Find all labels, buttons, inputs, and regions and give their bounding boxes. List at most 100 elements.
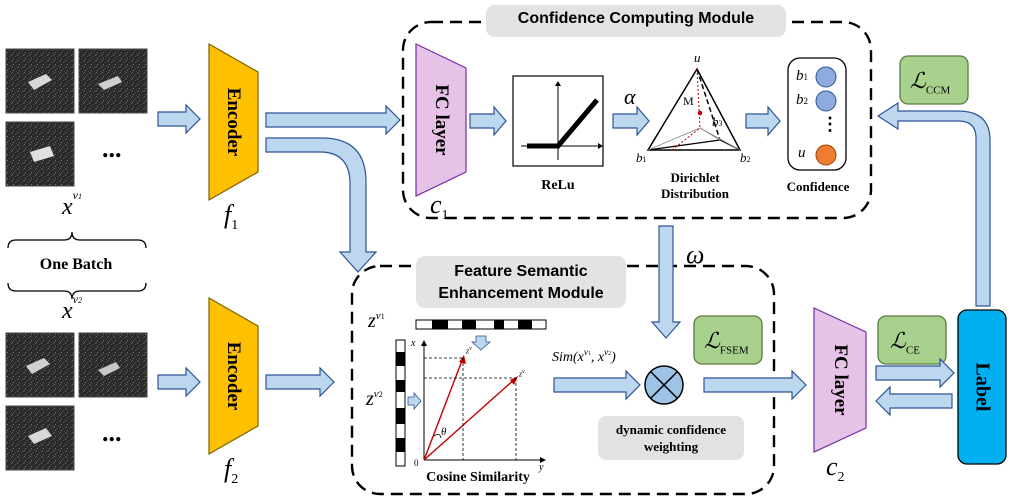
z-v2-label: zv2 [366,388,383,411]
simplex-b1-sub: 1 [642,155,647,164]
loss-ce-L: ℒ [890,328,906,353]
sar-image-1 [5,48,75,114]
arrow-dir-conf [745,105,781,137]
arrow-relu-dir [612,105,650,137]
conf-b2-circle [815,90,837,112]
arrow-mult-fc2 [703,369,807,401]
encoder-1-label: Encoder [223,87,244,157]
simplex-b3: b3 [712,114,723,129]
x-v1-sup: v1 [73,188,82,202]
sar-image-2 [78,48,148,114]
z-v2-sub: 2 [378,390,383,399]
block-arrows [157,101,991,417]
simplex-b2-b: b [740,150,747,165]
x-v1-label: xv1 [62,188,82,221]
z-v2-sup: v2 [374,388,383,400]
sar-image-6 [5,405,75,471]
multiply-operator [644,365,684,405]
conf-b1-label: b1 [796,68,808,85]
arrow-img-enc1 [157,103,201,135]
dirichlet-line1: Dirichlet [670,170,720,185]
z-v1-z: z [368,310,376,332]
arrow-label-fc2 [875,385,953,417]
fc-layer-2-shape [813,307,867,453]
x-v2-x: x [62,298,73,324]
encoder-2-shape [208,296,259,456]
arrow-enc1-fsem-curve [265,137,378,273]
cosine-plot [421,340,546,463]
arrow-img-enc2 [157,366,201,398]
ellipsis-bottom: ... [102,418,122,447]
loss-ccm-label: ℒCCM [910,68,950,96]
batch-brace-bottom [7,282,147,300]
arrow-fc2-label [875,357,955,389]
conf-b1-b: b [796,68,804,84]
loss-ce-sub: CE [905,344,920,357]
omega-label: ω [686,240,705,269]
f2-sub: 2 [231,472,239,488]
fsem-title: Feature Semantic Enhancement Module [416,261,626,305]
arrow-enc1-fc1 [265,104,401,136]
sar-image-5 [78,332,148,398]
ellipsis-top: ... [102,134,122,163]
x-v1-v: v [72,188,78,202]
ccm-title: Confidence Computing Module [486,10,786,28]
z2-right-arrow [407,391,422,411]
alpha-label: α [624,84,636,109]
plot-z1-tip: zv [466,346,472,356]
loss-fsem-label: ℒFSEM [704,328,749,356]
x-v2-sub: 2 [77,296,82,305]
sim-v1-sub: 1 [587,351,591,357]
f1-label: f1 [224,200,238,234]
label-box-text: Label [971,362,994,412]
dcw-line1: dynamic confidence [615,422,727,437]
dirichlet-label: Dirichlet Distribution [640,170,750,202]
x-v2-sup: v2 [73,292,82,306]
one-batch-label: One Batch [39,256,113,273]
c1-sub: 1 [441,208,449,224]
plot-axis-x: x [411,338,416,349]
simplex-b1-b: b [636,150,643,165]
dcw-line2: weighting [643,439,699,454]
arrow-label-confidence [876,101,991,307]
fsem-title-line1: Feature Semantic [454,263,588,280]
loss-ce-box [877,315,947,365]
conf-b2-label: b2 [796,92,808,109]
feature-bar-z2 [395,339,406,467]
loss-ccm-box [899,55,969,105]
sim-sup1: v1 [584,347,591,357]
c2-label: c2 [826,452,845,486]
plot-axis-y: y [539,462,544,473]
simplex-u: u [694,50,701,65]
conf-b2-sub: 2 [803,96,809,106]
sar-image-4 [5,332,75,398]
loss-ccm-L: ℒ [910,68,926,93]
relu-curve [527,98,599,149]
confidence-label: Confidence [786,179,850,194]
conf-u-circle [815,144,837,166]
simplex-b3-b: b [712,114,719,129]
sim-text: Sim(x [552,350,584,365]
batch-brace-top [7,231,147,249]
sim-v1: v [583,347,588,357]
fc-layer-2-label: FC layer [830,344,851,416]
c2-c: c [826,452,838,481]
simplex-b1: b1 [636,150,647,166]
cosine-similarity-label: Cosine Similarity [426,470,530,485]
fsem-title-line2: Enhancement Module [438,285,604,302]
dirichlet-simplex [646,67,742,151]
arrow-enc2-fsem [265,366,335,398]
z-v1-sub: 1 [380,312,385,321]
loss-fsem-L: ℒ [704,328,720,353]
encoder-1-shape [208,42,259,202]
x-v2-v: v [72,292,78,306]
z1-down-arrow [470,335,492,351]
confidence-box [787,57,847,171]
sim-v2-sub: 2 [608,351,612,357]
x-v1-x: x [62,194,73,220]
conf-b2-b: b [796,92,804,108]
sar-image-3 [5,121,75,187]
conf-b1-sub: 1 [803,72,809,82]
